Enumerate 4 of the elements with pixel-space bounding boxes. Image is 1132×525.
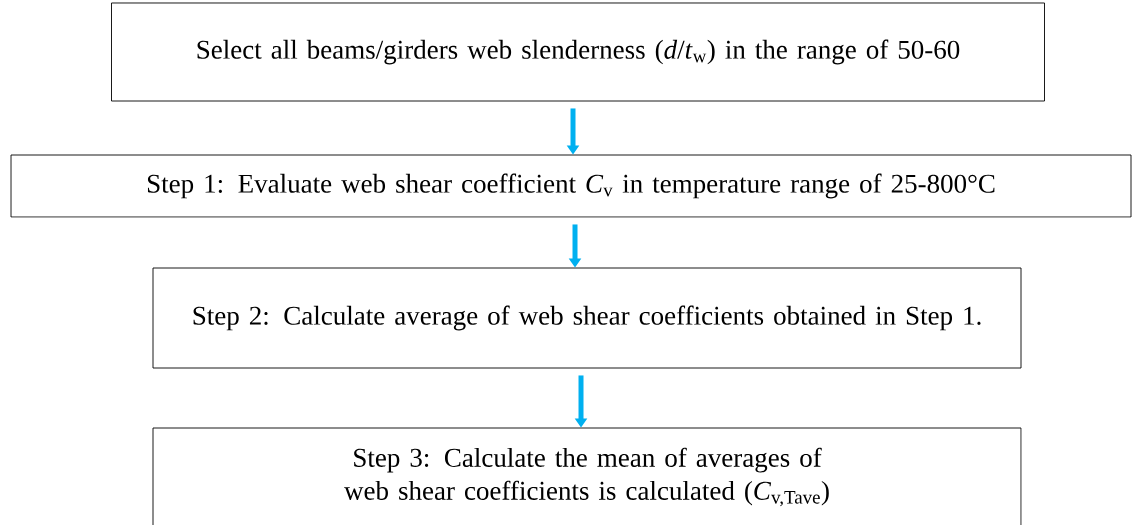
process-box: Step 2: Calculate average of web shear coefficients obtained in Step 1.: [152, 267, 1022, 369]
process-box: Step 1: Evaluate web shear coefficient C$_{v}$ in temperature range of 25-800°C: [10, 154, 1132, 218]
process-box: Step 3: Calculate the mean of averages of web shear coefficients is calculated (C$_{v,Tave}$): [152, 427, 1022, 525]
process-box: Select all beams/girders web slenderness (d/t$_{w}$) in the range of 50-60: [111, 2, 1045, 102]
